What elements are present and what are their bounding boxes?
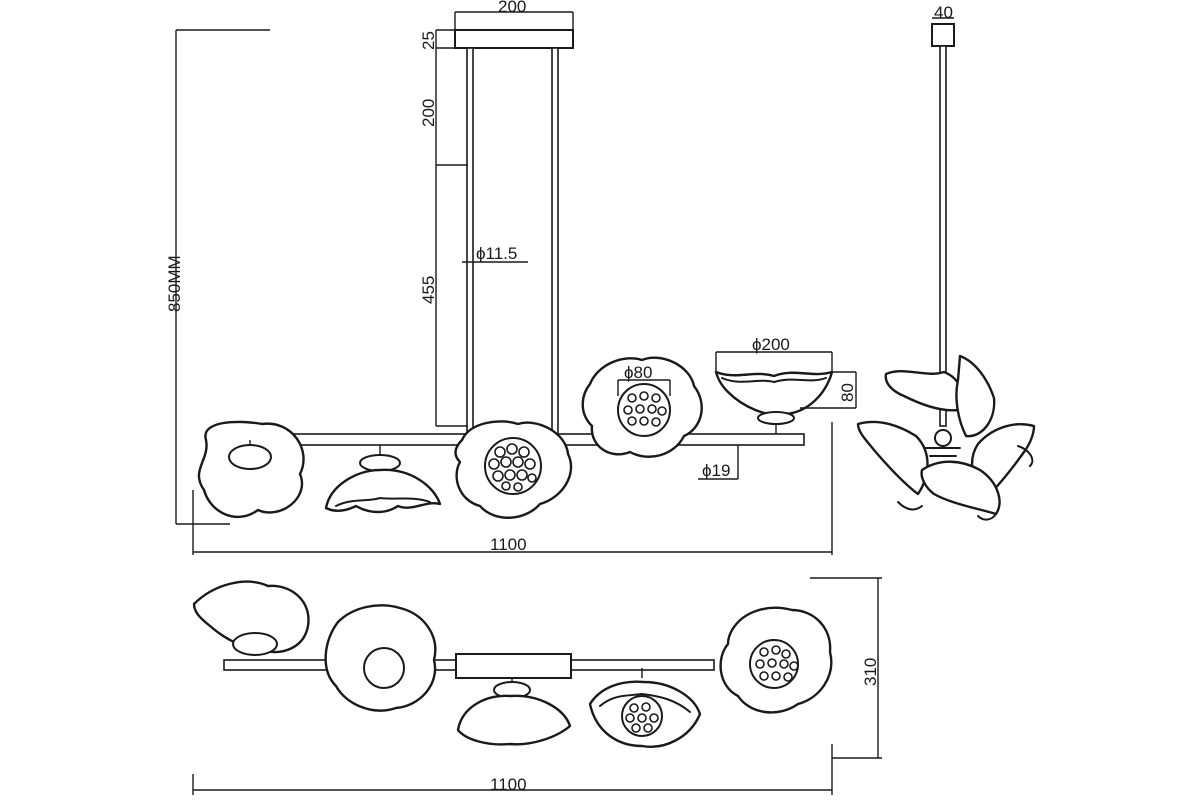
top-shade-1 — [192, 580, 310, 656]
shade-diameter-label: ϕ200 — [752, 335, 790, 354]
front-view: 850MM 200 25 200 455 ϕ11.5 — [165, 0, 857, 555]
rod-lower-label: 455 — [419, 276, 438, 304]
top-length-dimension: 1100 — [192, 744, 833, 795]
shade-core-diameter-label: ϕ80 — [624, 363, 652, 382]
top-shade-2 — [324, 604, 437, 712]
canopy-height-label: 25 — [419, 31, 438, 50]
rod-diameter-label: ϕ11.5 — [476, 244, 517, 263]
top-length-label: 1100 — [490, 775, 527, 794]
suspension-rod-left — [466, 47, 474, 437]
side-rod — [939, 45, 947, 427]
shade-front-dotted — [454, 420, 573, 519]
shade-open-bowl: ϕ200 80 — [714, 335, 857, 434]
top-shade-3 — [456, 678, 572, 746]
shade-upper-dotted: ϕ80 — [581, 356, 703, 458]
total-height-label: 850MM — [165, 255, 184, 312]
side-canopy — [931, 23, 955, 47]
top-shade-5 — [719, 606, 833, 714]
front-length-label: 1100 — [490, 535, 527, 554]
top-depth-dimension: 310 — [810, 577, 882, 759]
side-canopy-width-label: 40 — [934, 3, 953, 22]
top-canopy — [455, 653, 572, 679]
front-length-dimension: 1100 — [192, 422, 833, 555]
top-shade-4 — [588, 668, 702, 748]
top-view: 310 1100 — [192, 577, 882, 795]
bar-diameter-callout: ϕ19 — [698, 445, 739, 480]
canopy — [454, 29, 574, 49]
rod-length-dimension: 200 455 — [419, 48, 468, 427]
side-view: 40 — [856, 3, 1036, 521]
top-depth-label: 310 — [861, 658, 880, 686]
rod-upper-label: 200 — [419, 99, 438, 127]
canopy-width-dimension: 200 — [454, 0, 574, 30]
shade-height-label: 80 — [838, 383, 857, 402]
side-hub — [934, 429, 952, 447]
suspension-rod-right — [551, 47, 559, 437]
bar-diameter-label: ϕ19 — [702, 461, 730, 480]
side-canopy-width-dimension: 40 — [932, 3, 954, 22]
canopy-width-label: 200 — [498, 0, 526, 16]
total-height-dimension: 850MM — [165, 29, 270, 525]
rod-diameter-callout: ϕ11.5 — [462, 244, 528, 263]
shade-bowl — [324, 445, 442, 514]
canopy-height-dimension: 25 — [419, 29, 455, 50]
shade-left-rear — [197, 420, 305, 519]
